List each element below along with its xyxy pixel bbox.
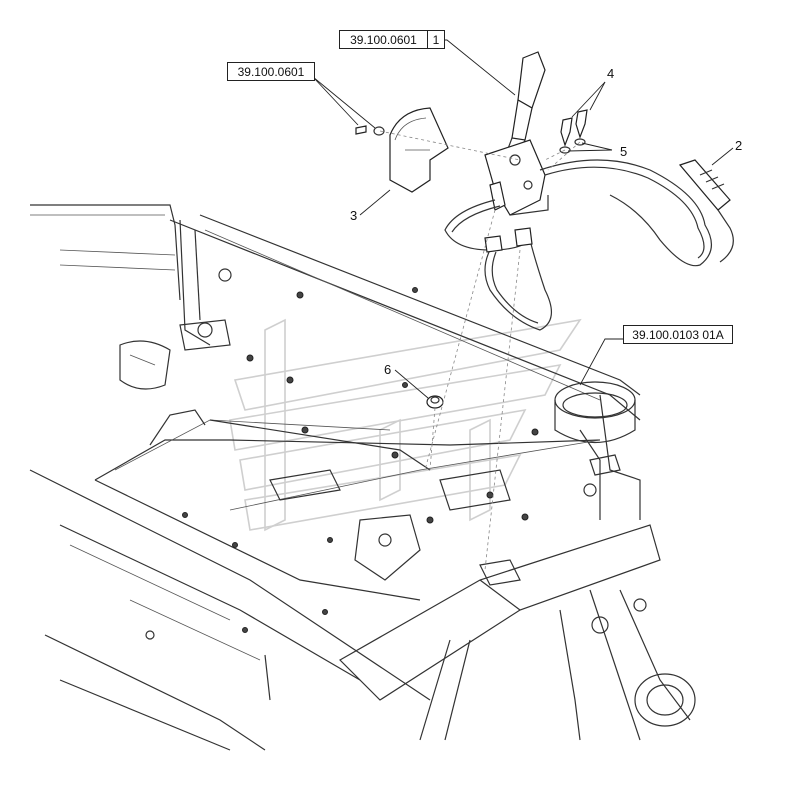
assembly-lines (379, 130, 581, 571)
cab-floor-frame (29, 204, 696, 751)
leader-lines (312, 39, 734, 399)
ref-box-right[interactable]: 39.100.0103 01A (623, 325, 733, 344)
callout-6: 6 (384, 362, 392, 377)
ref-box-top-index: 1 (427, 30, 445, 49)
hand-lever-assembly (484, 51, 549, 216)
callout-5: 5 (620, 144, 628, 159)
watermark-logo (229, 318, 582, 532)
fasteners (355, 109, 588, 154)
callout-4: 4 (607, 66, 615, 81)
control-cable (444, 159, 734, 331)
ref-box-left[interactable]: 39.100.0601 (227, 62, 315, 81)
callout-3: 3 (350, 208, 358, 223)
callout-2: 2 (735, 138, 743, 153)
lever-cover (389, 107, 449, 193)
ref-box-top[interactable]: 39.100.0601 (339, 30, 428, 49)
cable-clip (426, 395, 444, 409)
